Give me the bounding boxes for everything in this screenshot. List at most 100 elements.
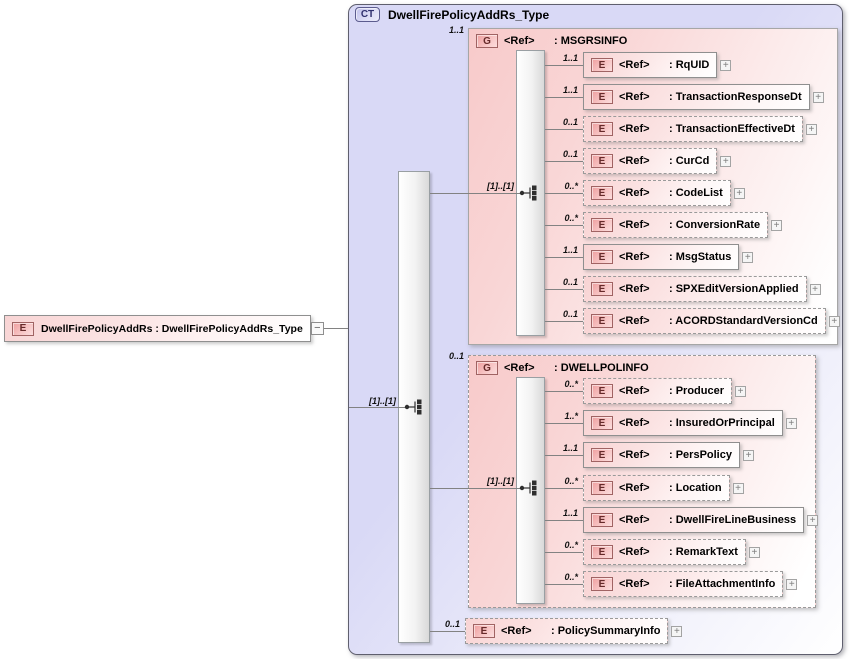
element-row-msgstatus: 1..1 E <Ref> : MsgStatus +: [563, 244, 754, 270]
cardinality-label: 0..1: [562, 117, 578, 127]
expand-icon[interactable]: +: [805, 123, 817, 135]
element-row-transaction-effective-dt: 0..1 E <Ref> : TransactionEffectiveDt +: [563, 116, 817, 142]
element-ref-label: <Ref>: [619, 91, 650, 103]
element-ref-label: <Ref>: [619, 514, 650, 526]
root-element-box[interactable]: E DwellFirePolicyAddRs : DwellFirePolicy…: [4, 315, 311, 342]
cardinality-label: 1..1: [562, 508, 578, 518]
collapse-icon[interactable]: −: [310, 322, 324, 335]
cardinality-label: 0..1: [562, 309, 578, 319]
element-box-remarktext[interactable]: E <Ref> : RemarkText: [583, 539, 746, 565]
sequence-icon-msgrsinfo[interactable]: [519, 183, 541, 203]
connector-line: [545, 257, 583, 258]
element-name-label: : CurCd: [669, 155, 710, 167]
cardinality-label: 1..1: [562, 53, 578, 63]
expand-icon[interactable]: +: [671, 625, 683, 637]
element-ref-label: <Ref>: [619, 417, 650, 429]
connector-line: [545, 391, 583, 392]
expand-icon[interactable]: +: [720, 155, 732, 167]
expand-icon[interactable]: +: [748, 546, 760, 558]
element-icon: E: [591, 416, 613, 430]
expand-icon[interactable]: +: [786, 578, 798, 590]
element-box-policy-summary-info[interactable]: E <Ref> : PolicySummaryInfo: [465, 618, 669, 644]
element-box-dwell-fire-line-business[interactable]: E <Ref> : DwellFireLineBusiness: [583, 507, 805, 533]
complex-type-title: DwellFirePolicyAddRs_Type: [388, 7, 550, 22]
element-box-curcd[interactable]: E <Ref> : CurCd: [583, 148, 718, 174]
element-icon: E: [591, 448, 613, 462]
cardinality-label: 0..*: [564, 540, 578, 550]
element-name-label: : MsgStatus: [669, 251, 732, 263]
expand-icon[interactable]: +: [812, 91, 824, 103]
element-ref-label: <Ref>: [619, 59, 650, 71]
element-box-rquid[interactable]: E <Ref> : RqUID: [583, 52, 718, 78]
element-icon: E: [591, 314, 613, 328]
element-ref-label: <Ref>: [619, 251, 650, 263]
element-row-insured-or-principal: 1..* E <Ref> : InsuredOrPrincipal +: [564, 410, 797, 436]
connector-line: [545, 520, 583, 521]
connector-line: [545, 225, 583, 226]
expand-icon[interactable]: +: [732, 482, 744, 494]
element-box-location[interactable]: E <Ref> : Location: [583, 475, 730, 501]
element-icon: E: [591, 122, 613, 136]
complex-type-header: CT DwellFirePolicyAddRs_Type: [355, 7, 549, 22]
sequence-icon-main[interactable]: [404, 397, 426, 417]
connector-line: [545, 97, 583, 98]
expand-icon[interactable]: +: [828, 315, 840, 327]
element-box-msgstatus[interactable]: E <Ref> : MsgStatus: [583, 244, 740, 270]
element-row-codelist: 0..* E <Ref> : CodeList +: [564, 180, 745, 206]
element-ref-label: <Ref>: [619, 123, 650, 135]
cardinality-label: 0..*: [564, 572, 578, 582]
element-ref-label: <Ref>: [619, 315, 650, 327]
element-row-remarktext: 0..* E <Ref> : RemarkText +: [564, 539, 760, 565]
element-ref-label: <Ref>: [619, 449, 650, 461]
group-ref-label: <Ref>: [504, 35, 535, 47]
element-icon: E: [591, 186, 613, 200]
element-icon: E: [591, 384, 613, 398]
element-box-perspolicy[interactable]: E <Ref> : PersPolicy: [583, 442, 740, 468]
element-box-acord-standard-version-cd[interactable]: E <Ref> : ACORDStandardVersionCd: [583, 308, 826, 334]
connector-line: [545, 584, 583, 585]
element-box-conversion-rate[interactable]: E <Ref> : ConversionRate: [583, 212, 769, 238]
element-ref-label: <Ref>: [501, 625, 532, 637]
element-name-label: : InsuredOrPrincipal: [669, 417, 775, 429]
expand-icon[interactable]: +: [720, 59, 732, 71]
expand-icon[interactable]: +: [733, 187, 745, 199]
cardinality-label: 0..1: [562, 149, 578, 159]
element-row-acord-standard-version-cd: 0..1 E <Ref> : ACORDStandardVersionCd +: [563, 308, 840, 334]
expand-icon[interactable]: +: [807, 514, 819, 526]
connector-line: [545, 161, 583, 162]
connector-line: [545, 552, 583, 553]
cardinality-label: [1]..[1]: [487, 181, 514, 191]
element-box-spx-edit-version-applied[interactable]: E <Ref> : SPXEditVersionApplied: [583, 276, 807, 302]
element-box-codelist[interactable]: E <Ref> : CodeList: [583, 180, 731, 206]
expand-icon[interactable]: +: [742, 251, 754, 263]
expand-icon[interactable]: +: [742, 449, 754, 461]
element-ref-label: <Ref>: [619, 219, 650, 231]
connector-line: [545, 321, 583, 322]
connector-line: [545, 455, 583, 456]
element-box-transaction-effective-dt[interactable]: E <Ref> : TransactionEffectiveDt: [583, 116, 803, 142]
connector-line: [430, 631, 465, 632]
element-icon: E: [591, 545, 613, 559]
element-box-insured-or-principal[interactable]: E <Ref> : InsuredOrPrincipal: [583, 410, 783, 436]
expand-icon[interactable]: +: [735, 385, 747, 397]
element-row-curcd: 0..1 E <Ref> : CurCd +: [563, 148, 732, 174]
cardinality-label: 1..1: [562, 443, 578, 453]
group-icon: G: [476, 34, 498, 48]
expand-icon[interactable]: +: [809, 283, 821, 295]
element-name-label: : PersPolicy: [669, 449, 732, 461]
element-box-producer[interactable]: E <Ref> : Producer: [583, 378, 733, 404]
element-box-file-attachment-info[interactable]: E <Ref> : FileAttachmentInfo: [583, 571, 784, 597]
expand-icon[interactable]: +: [771, 219, 783, 231]
expand-icon[interactable]: +: [785, 417, 797, 429]
element-name-label: : RemarkText: [669, 546, 738, 558]
connector-line: [430, 488, 521, 489]
element-box-transaction-response-dt[interactable]: E <Ref> : TransactionResponseDt: [583, 84, 810, 110]
element-name-label: : Location: [669, 482, 722, 494]
root-element-row: E DwellFirePolicyAddRs : DwellFirePolicy…: [4, 315, 348, 342]
element-row-transaction-response-dt: 1..1 E <Ref> : TransactionResponseDt +: [563, 84, 824, 110]
complex-type-icon: CT: [355, 7, 380, 22]
element-name-label: : RqUID: [669, 59, 710, 71]
connector-line: [545, 488, 583, 489]
element-icon: E: [591, 58, 613, 72]
sequence-icon-dwellpolinfo[interactable]: [519, 478, 541, 498]
